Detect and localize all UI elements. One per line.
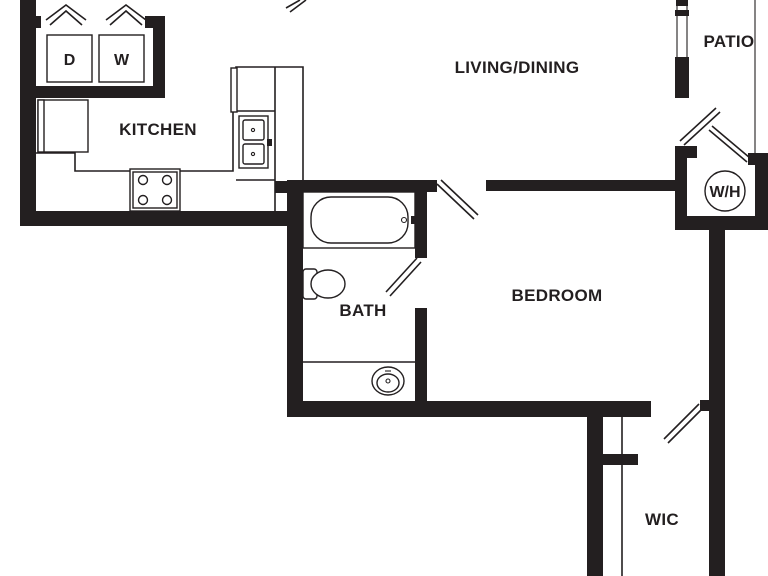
vanity-sink: [303, 361, 415, 396]
wic-label: WIC: [645, 510, 679, 529]
door-wic: [663, 403, 704, 444]
wall-bath-bottom: [287, 401, 651, 417]
range: [129, 168, 181, 212]
bathtub: [302, 191, 416, 249]
walls: [20, 0, 768, 576]
bedroom-label: BEDROOM: [512, 286, 603, 305]
patio-label: PATIO: [704, 32, 755, 51]
door-living-top: [285, 0, 307, 13]
door-laundry: [45, 4, 147, 26]
door-bath: [385, 257, 422, 297]
doors: [45, 0, 751, 444]
wall-bath-top: [287, 180, 437, 192]
wall-patio-post-bottom: [675, 57, 689, 98]
wall-bedroom-right: [709, 216, 725, 576]
bath-label: BATH: [339, 301, 386, 320]
patio-window: [675, 0, 756, 153]
refrigerator: [37, 99, 89, 153]
wall-laundry-right: [153, 16, 165, 98]
toilet: [302, 268, 346, 300]
living-dining-label: LIVING/DINING: [455, 58, 580, 77]
wall-wic-shelf-stub: [587, 454, 638, 465]
dryer: [46, 34, 93, 83]
upper-cabinet: [230, 67, 238, 113]
bath-fixtures: [302, 191, 416, 396]
wall-wh-stub-left: [675, 146, 697, 158]
dryer-label: D: [64, 52, 76, 69]
kitchen-fixtures: [36, 66, 304, 212]
wall-laundry-bottom: [20, 86, 165, 98]
wall-laundry-top-left: [20, 16, 41, 28]
wall-wic-left: [587, 401, 603, 576]
water-heater-label: W/H: [709, 184, 740, 201]
wall-patio-post-top: [676, 0, 688, 6]
kitchen-label: KITCHEN: [119, 120, 197, 139]
wall-kitchen-left: [20, 0, 36, 226]
wall-bath-right-upper: [415, 180, 427, 258]
kitchen-sink: [238, 115, 272, 169]
wall-wh-right: [755, 153, 768, 230]
room-labels: LIVING/DINING PATIO KITCHEN BATH BEDROOM…: [119, 32, 754, 529]
washer-label: W: [114, 52, 130, 69]
water-heater: W/H: [704, 170, 746, 212]
wall-bath-left: [287, 180, 303, 417]
washer: [98, 34, 145, 83]
wall-kitchen-bottom: [20, 211, 303, 226]
wall-wh-left: [675, 146, 687, 230]
door-water-heater: [679, 107, 751, 163]
wall-living-bedroom: [486, 180, 676, 191]
door-bedroom: [436, 179, 479, 220]
laundry: D W: [46, 34, 145, 83]
wall-wic-stub: [700, 400, 725, 411]
wall-bath-right-lower: [415, 308, 427, 413]
